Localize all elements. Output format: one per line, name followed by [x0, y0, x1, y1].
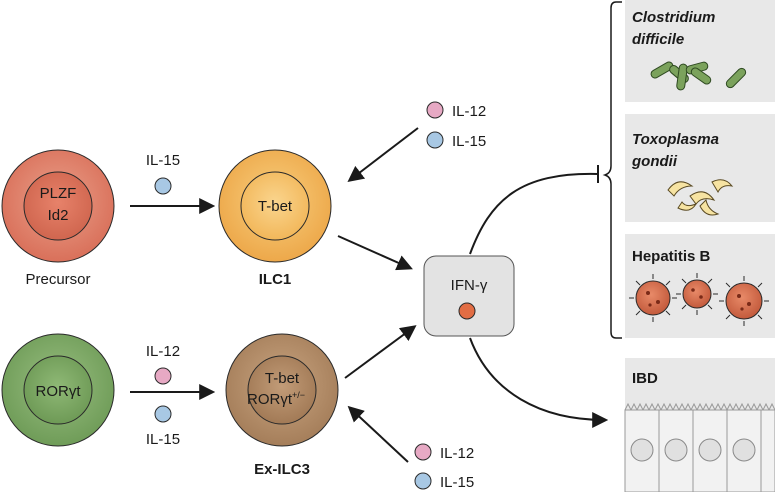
- il12-label-into-exilc3: IL-12: [440, 445, 474, 462]
- pathogen-1-line2: difficile: [632, 31, 684, 48]
- exilc3-inner-sup: +/−: [292, 390, 305, 400]
- ifng-dot: [458, 302, 476, 320]
- il15-label-into-exilc3: IL-15: [440, 474, 474, 491]
- panel-clostridium: Clostridium difficile: [625, 0, 775, 102]
- virus-icon-3: [719, 276, 769, 326]
- pathogen-1-line1: Clostridium: [632, 9, 715, 26]
- exilc3-inner-line1: T-bet: [265, 370, 300, 387]
- il15-label-into-ilc1: IL-15: [452, 133, 486, 150]
- ilc1-label: ILC1: [259, 271, 292, 288]
- il15-dot-top: [154, 177, 172, 195]
- virus-icon-1: [629, 274, 677, 322]
- rorgt-inner: RORγt: [36, 383, 82, 400]
- inhibition-curve: [469, 172, 599, 255]
- panel-toxoplasma: Toxoplasma gondii: [625, 114, 775, 222]
- virus-icon-2: [676, 273, 718, 315]
- il12-dot-bottom-left: [154, 367, 172, 385]
- il15-label-bottom-left: IL-15: [146, 431, 180, 448]
- ibd-label: IBD: [632, 370, 658, 387]
- bacteria-icon: [650, 61, 747, 91]
- exilc3-cell: T-bet RORγt+/−: [225, 333, 339, 447]
- rorgt-cell: RORγt: [1, 333, 115, 447]
- pathogen-2-line1: Toxoplasma: [632, 131, 719, 148]
- il15-dot-bottom-left: [154, 405, 172, 423]
- exilc3-inner-line2: RORγt+/−: [247, 390, 305, 408]
- arrow-exilc3-to-ifng: [344, 325, 417, 379]
- il12-dot-into-exilc3: [414, 443, 432, 461]
- arrow-cytokines-into-exilc3: [347, 405, 409, 463]
- il15-dot-into-exilc3: [414, 472, 432, 490]
- arrow-ifng-to-ibd: [469, 337, 609, 428]
- precursor-inner-line1: PLZF: [40, 185, 77, 202]
- ilc1-inner: T-bet: [258, 198, 293, 215]
- ilc1-cell: T-bet: [218, 149, 332, 263]
- precursor-cell: PLZF Id2: [1, 149, 115, 263]
- il12-dot-into-ilc1: [426, 101, 444, 119]
- arrow-ilc1-to-ifng: [337, 235, 413, 271]
- pathogen-2-line2: gondii: [631, 153, 678, 170]
- toxoplasma-icon: [667, 179, 734, 216]
- il12-label-bottom-left: IL-12: [146, 343, 180, 360]
- il15-label-top: IL-15: [146, 152, 180, 169]
- pathogen-bracket: [602, 1, 622, 339]
- il15-dot-into-ilc1: [426, 131, 444, 149]
- precursor-inner-line2: Id2: [48, 207, 69, 224]
- pathogen-3-line1: Hepatitis B: [632, 248, 711, 265]
- ifng-label: IFN-γ: [451, 277, 488, 294]
- intestinal-epithelium-icon: [624, 402, 775, 492]
- exilc3-inner-line2-main: RORγt: [247, 391, 293, 408]
- panel-ibd: IBD: [624, 358, 775, 492]
- exilc3-label: Ex-ILC3: [254, 461, 310, 478]
- il12-label-into-ilc1: IL-12: [452, 103, 486, 120]
- arrow-cytokines-into-ilc1: [347, 127, 419, 182]
- precursor-label: Precursor: [25, 271, 90, 288]
- ifng-box: IFN-γ: [423, 255, 515, 337]
- panel-hepatitis-b: Hepatitis B: [625, 234, 775, 338]
